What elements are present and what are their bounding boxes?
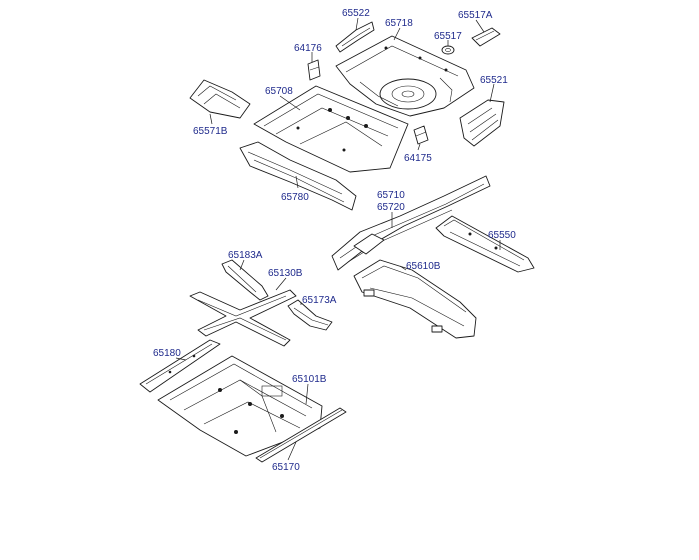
callout-65173A[interactable]: 65173A (302, 295, 337, 306)
part-65183A[interactable] (221, 259, 269, 301)
callout-65708[interactable]: 65708 (265, 86, 293, 97)
callout-65550[interactable]: 65550 (488, 230, 516, 241)
callout-65720[interactable]: 65720 (377, 202, 405, 213)
leader-lines (175, 17, 501, 461)
part-65173A[interactable] (287, 299, 333, 331)
part-65718[interactable] (335, 35, 475, 117)
part-65101B[interactable] (157, 355, 323, 457)
part-64176[interactable] (307, 59, 321, 81)
callout-65521[interactable]: 65521 (480, 75, 508, 86)
part-65522[interactable] (335, 21, 375, 53)
callout-65183A[interactable]: 65183A (228, 250, 263, 261)
part-65610B[interactable] (353, 259, 477, 339)
callout-labels: 65522 65718 65517A 65517 64176 65521 657… (153, 8, 516, 473)
part-65521[interactable] (459, 99, 505, 147)
part-65170[interactable] (255, 407, 347, 463)
part-65130B[interactable] (189, 289, 297, 347)
part-65517A[interactable] (471, 27, 501, 47)
callout-65170[interactable]: 65170 (272, 462, 300, 473)
part-65550[interactable] (435, 215, 535, 273)
part-65708[interactable] (253, 85, 409, 173)
part-65180[interactable] (139, 339, 221, 393)
callout-65710[interactable]: 65710 (377, 190, 405, 201)
part-65517[interactable] (441, 45, 455, 55)
callout-65522[interactable]: 65522 (342, 8, 370, 19)
part-65710-65720[interactable] (331, 175, 491, 271)
callout-65718[interactable]: 65718 (385, 18, 413, 29)
callout-64175[interactable]: 64175 (404, 153, 432, 164)
callout-65517A[interactable]: 65517A (458, 10, 493, 21)
callout-65180[interactable]: 65180 (153, 348, 181, 359)
callout-65517[interactable]: 65517 (434, 31, 462, 42)
callout-64176[interactable]: 64176 (294, 43, 322, 54)
callout-65780[interactable]: 65780 (281, 192, 309, 203)
part-64175[interactable] (413, 125, 429, 145)
callout-65571B[interactable]: 65571B (193, 126, 228, 137)
callout-65610B[interactable]: 65610B (406, 261, 441, 272)
part-65571B[interactable] (189, 79, 251, 119)
callout-65101B[interactable]: 65101B (292, 374, 327, 385)
callout-65130B[interactable]: 65130B (268, 268, 303, 279)
